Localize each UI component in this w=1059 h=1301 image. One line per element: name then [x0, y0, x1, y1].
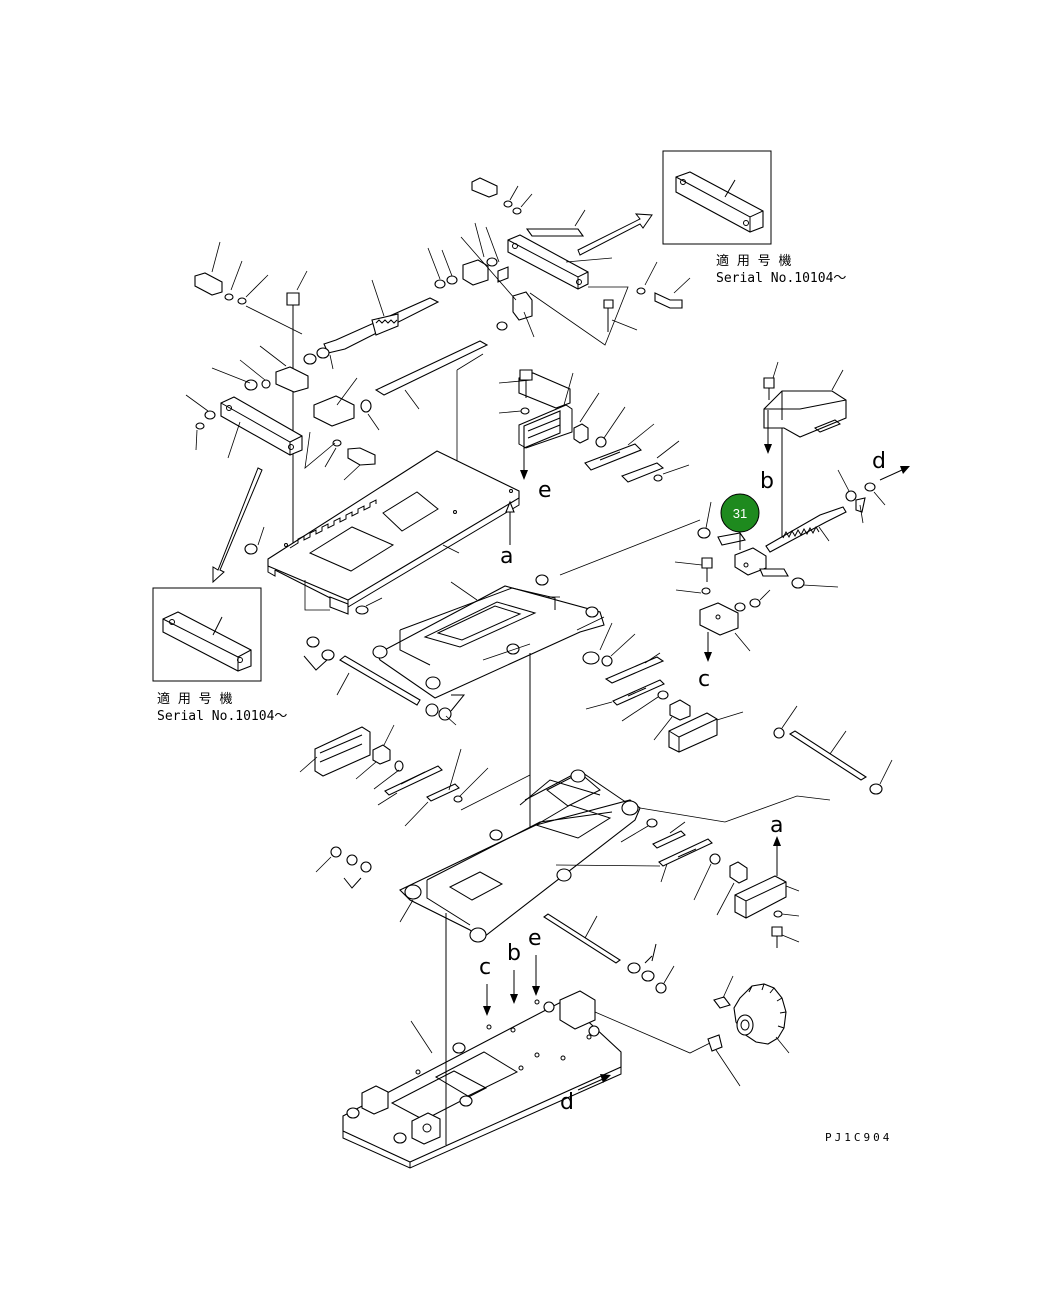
- slide-rail-lower: [299, 724, 489, 827]
- pin-right: [773, 705, 893, 795]
- ref-letter-e-lower: e: [528, 926, 542, 951]
- lower-left-bushings: [315, 846, 372, 889]
- callout-31[interactable]: 31: [720, 493, 760, 550]
- lower-arm-frame: [399, 769, 831, 943]
- top-plate: [244, 450, 520, 615]
- ref-letter-b-upper: b: [760, 469, 774, 494]
- ref-letter-d-lower: d: [560, 1090, 574, 1115]
- inset-top-right: 適 用 号 機 Serial No.10104～: [662, 150, 846, 286]
- drawing-code: PJ1C904: [825, 1131, 892, 1144]
- ref-letter-e-upper: e: [538, 478, 552, 503]
- top-rod-assembly: [185, 177, 691, 584]
- callout-number: 31: [733, 506, 747, 521]
- inset-note-top-line2: Serial No.10104～: [716, 271, 846, 286]
- ref-letter-c-lower: c: [479, 955, 491, 980]
- inset-left: 適 用 号 機 Serial No.10104～: [152, 587, 287, 724]
- lower-right-parts: a: [620, 813, 800, 948]
- arrow-a-upper: a: [500, 500, 515, 569]
- height-adjust-knob: [707, 975, 790, 1087]
- inset-note-left-line1: 適 用 号 機: [157, 691, 232, 707]
- slide-rail-upper: e: [498, 369, 690, 503]
- ref-letter-d-upper: d: [872, 449, 886, 474]
- pin-lower: [543, 913, 675, 994]
- ref-letter-b-lower: b: [507, 941, 521, 966]
- ref-letter-a-lower: a: [770, 813, 783, 838]
- base-ref-arrows: e b c: [479, 926, 542, 1016]
- mid-right-parts: [582, 622, 744, 753]
- inset-note-top-line1: 適 用 号 機: [716, 253, 791, 269]
- ref-letter-c-upper: c: [698, 667, 710, 692]
- inset-note-left-line2: Serial No.10104～: [157, 709, 287, 724]
- lever-assembly: b d: [548, 361, 910, 692]
- base-plate: d: [342, 913, 711, 1169]
- ref-letter-a-upper: a: [500, 544, 513, 569]
- pin-left-upper: [303, 636, 466, 726]
- callout-badge[interactable]: [720, 493, 760, 533]
